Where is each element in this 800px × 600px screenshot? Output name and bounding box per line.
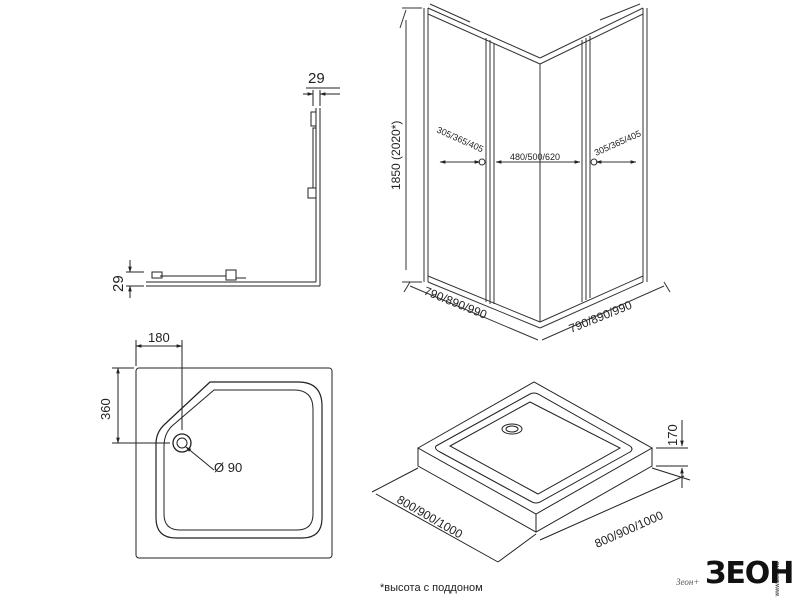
tray-isometric [371,381,691,563]
plan-dim-left: 29 [110,275,127,292]
elevation-right-door: 305/365/405 [593,128,643,157]
brand-logo: ЗЕОН [705,556,794,591]
elevation-left-door: 305/365/405 [435,125,485,154]
tray-iso-side-right: 800/900/1000 [593,508,666,551]
tray-top-view [112,340,333,559]
brand-website: www.zeon.ru [775,562,781,597]
elevation-middle-door: 480/500/620 [510,152,560,162]
plan-view [126,87,340,298]
footnote: *высота с поддоном [380,582,483,594]
brand-tagline: Зеон+ [676,577,700,587]
tray-iso-height: 170 [665,424,680,446]
tray-dim-180: 180 [148,330,170,345]
elevation-height: 1850 (2020*) [389,121,403,190]
tray-drain-diameter: Ø 90 [214,460,242,475]
tray-iso-side-left: 800/900/1000 [395,492,466,541]
tray-dim-360: 360 [98,398,113,420]
plan-dim-top: 29 [308,70,325,87]
elevation-base-right: 790/890/990 [567,298,634,336]
enclosure-elevation [399,3,671,341]
